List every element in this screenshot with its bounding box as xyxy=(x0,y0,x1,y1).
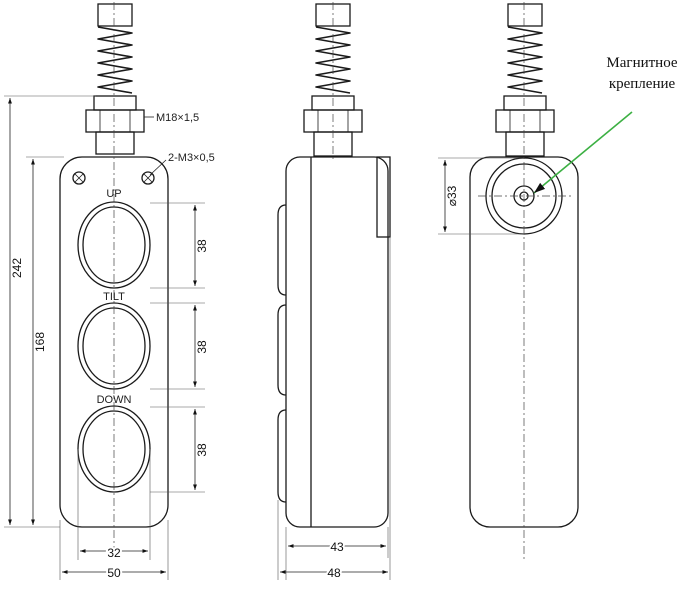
screw-right xyxy=(141,171,155,185)
front-spring xyxy=(97,3,133,94)
label-down: DOWN xyxy=(97,394,132,406)
back-view: ⌀33 Магнитное крепление xyxy=(438,2,678,560)
screws-leader xyxy=(149,159,167,176)
dim-front-width-value: 50 xyxy=(107,566,121,580)
side-body xyxy=(285,156,389,528)
cable-stub xyxy=(97,3,133,27)
side-button-3 xyxy=(277,409,287,503)
dim-total-height-value: 242 xyxy=(10,258,24,278)
screw-left xyxy=(72,171,86,185)
dim-magnet-dia-value: ⌀33 xyxy=(445,185,459,206)
gland-hex xyxy=(85,109,145,133)
label-tilt: TILT xyxy=(103,291,125,303)
back-spring-coil xyxy=(507,26,543,94)
side-spring-coil xyxy=(315,26,351,94)
dim-pitch-2-value: 38 xyxy=(195,340,209,354)
magnet-label-line2: крепление xyxy=(609,76,676,92)
magnet-label-line1: Магнитное xyxy=(606,55,677,71)
dim-side-inner-value: 43 xyxy=(330,540,344,554)
dim-pitch-3-value: 38 xyxy=(195,443,209,457)
dim-pitch-1-value: 38 xyxy=(195,239,209,253)
dim-button-width-value: 32 xyxy=(107,546,121,560)
gland-nut xyxy=(93,95,137,111)
spring-coil xyxy=(97,26,133,94)
screws-label: 2-M3×0,5 xyxy=(168,152,215,164)
back-gland-hex xyxy=(495,109,555,133)
back-gland-nut xyxy=(503,95,547,111)
front-view: UP TILT DOWN M18×1,5 2-M3×0,5 242 168 38… xyxy=(4,2,215,582)
label-up: UP xyxy=(106,188,121,200)
back-gland-neck xyxy=(505,131,545,157)
front-gland xyxy=(85,95,145,155)
magnet-leader-line xyxy=(533,111,633,194)
back-cable-stub xyxy=(507,3,543,27)
side-button-1 xyxy=(277,204,287,296)
side-view: 43 48 xyxy=(277,2,391,582)
dim-body-height-value: 168 xyxy=(33,332,47,352)
side-button-2 xyxy=(277,304,287,396)
dim-side-outer-value: 48 xyxy=(327,566,341,580)
gland-neck xyxy=(95,131,135,155)
thread-label: M18×1,5 xyxy=(156,112,199,124)
side-magnet-bump xyxy=(376,156,391,238)
